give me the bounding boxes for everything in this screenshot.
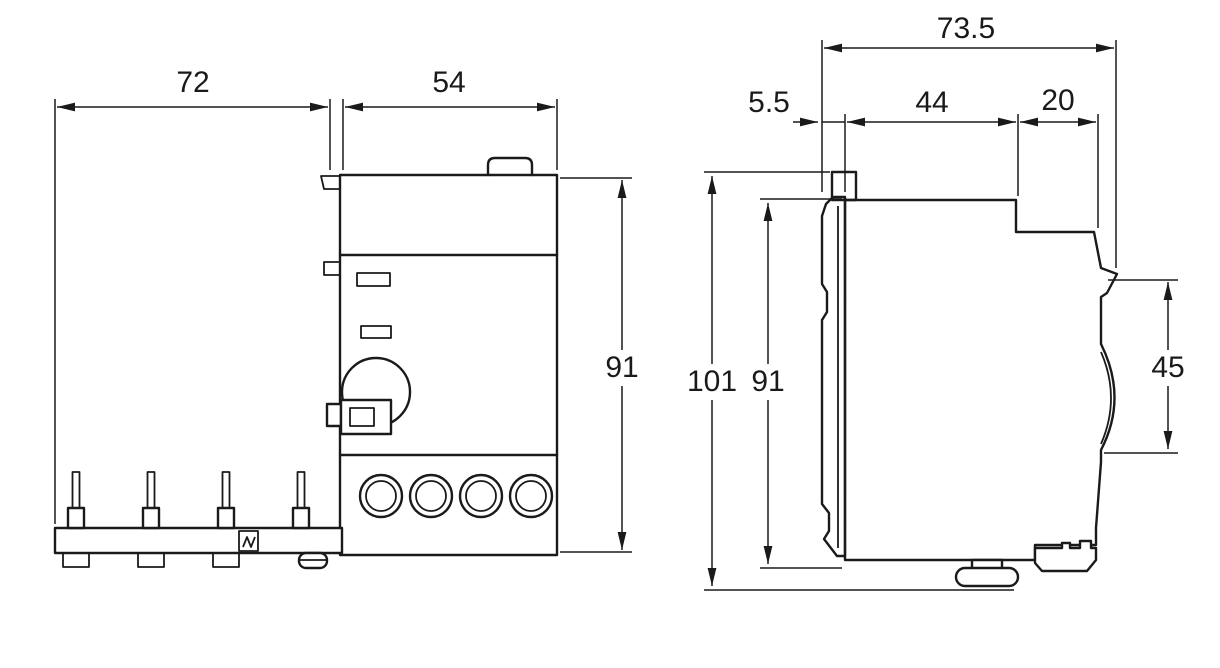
side-body-profile bbox=[843, 198, 1119, 562]
dim-label-terminal-depth: 20 bbox=[1041, 84, 1074, 117]
dim-label-total-depth: 73.5 bbox=[937, 12, 995, 45]
front-indicator-window-2 bbox=[360, 325, 392, 339]
side-view: 73.5 5.5 44 20 101 91 45 bbox=[681, 12, 1194, 591]
side-terminal-lever bbox=[1100, 351, 1112, 445]
front-extension-lines bbox=[54, 99, 632, 553]
front-toggle-inner bbox=[349, 407, 375, 427]
dim-label-plate-depth: 5.5 bbox=[748, 86, 790, 119]
front-panel-separators bbox=[338, 253, 559, 457]
front-dimensions: 72 54 91 bbox=[54, 66, 648, 553]
side-din-clip bbox=[1033, 539, 1098, 573]
dim-label-bg bbox=[596, 350, 648, 386]
front-rail-feet bbox=[62, 552, 240, 568]
front-mounting-rail bbox=[53, 471, 344, 570]
side-extension-lines bbox=[704, 40, 1178, 591]
dim-label-front-body-height: 91 bbox=[605, 351, 638, 384]
front-top-button bbox=[486, 156, 534, 177]
dim-label-body-width: 54 bbox=[432, 66, 465, 99]
side-mounting-plate bbox=[820, 195, 847, 558]
dim-label-rail-width: 72 bbox=[176, 66, 209, 99]
front-left-clips bbox=[320, 175, 341, 276]
front-pin-1 bbox=[66, 471, 86, 530]
front-pin-2 bbox=[141, 471, 161, 530]
front-clamp-detail bbox=[238, 530, 259, 552]
dim-label-total-height: 101 bbox=[687, 365, 737, 398]
front-pin-3 bbox=[216, 471, 236, 530]
front-fixing-screw bbox=[297, 551, 329, 570]
side-bottom-foot bbox=[954, 558, 1020, 588]
front-test-toggle bbox=[339, 398, 393, 436]
dim-label-bg bbox=[1142, 350, 1194, 386]
front-view: 72 54 91 bbox=[53, 66, 648, 570]
side-dimensions: 73.5 5.5 44 20 101 91 45 bbox=[681, 12, 1194, 591]
dim-label-side-body-height: 91 bbox=[751, 365, 784, 398]
dim-label-terminal-height: 45 bbox=[1151, 351, 1184, 384]
front-terminal-holes bbox=[358, 473, 554, 519]
front-connection-pins bbox=[66, 471, 311, 530]
front-body-outline bbox=[338, 173, 559, 557]
front-pin-4 bbox=[291, 471, 311, 530]
dim-label-bg bbox=[681, 364, 743, 400]
dim-label-body-depth: 44 bbox=[915, 86, 948, 119]
front-dial-and-toggle bbox=[325, 356, 412, 436]
dim-label-bg bbox=[742, 364, 794, 400]
front-toggle-clip bbox=[325, 402, 343, 428]
front-rail-bar bbox=[53, 526, 344, 555]
front-indicator-window-1 bbox=[356, 272, 391, 287]
